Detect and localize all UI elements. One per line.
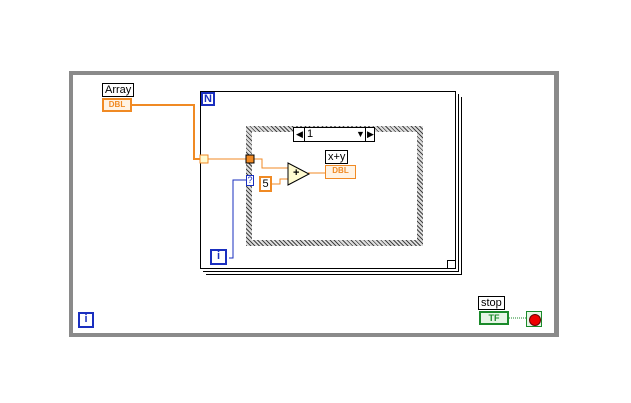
array-tunnel: [199, 154, 209, 164]
case-selector-tunnel[interactable]: ?: [246, 175, 254, 186]
add-function: [287, 162, 311, 186]
for-loop-corner: [447, 260, 455, 268]
conditional-terminal[interactable]: [526, 311, 542, 327]
decrement-arrow-icon[interactable]: ◀: [296, 129, 303, 139]
stop-icon: [529, 314, 541, 326]
x-wire: [254, 158, 290, 169]
output-indicator-terminal[interactable]: DBL: [325, 165, 356, 179]
for-iteration-terminal[interactable]: i: [210, 249, 227, 265]
output-label[interactable]: x+y: [325, 150, 349, 164]
add-symbol: +: [293, 167, 300, 179]
case-input-tunnel: [245, 154, 255, 164]
selector-value: 1: [307, 128, 314, 140]
count-terminal[interactable]: N: [201, 92, 215, 106]
increment-arrow-icon[interactable]: ▶: [367, 129, 374, 139]
stop-label[interactable]: stop: [478, 296, 505, 310]
index-wire: [229, 179, 247, 259]
dropdown-arrow-icon[interactable]: ▼: [356, 129, 365, 139]
y-wire: [272, 178, 290, 185]
array-control-terminal[interactable]: DBL: [102, 98, 132, 112]
stop-control-terminal[interactable]: TF: [479, 311, 509, 325]
while-loop[interactable]: [69, 71, 559, 337]
numeric-constant[interactable]: 5: [259, 176, 272, 192]
array-wire: [132, 104, 201, 160]
array-label[interactable]: Array: [102, 83, 135, 97]
case-selector[interactable]: ◀ 1 ▼ ▶: [293, 127, 375, 142]
while-iteration-terminal[interactable]: i: [78, 312, 94, 328]
